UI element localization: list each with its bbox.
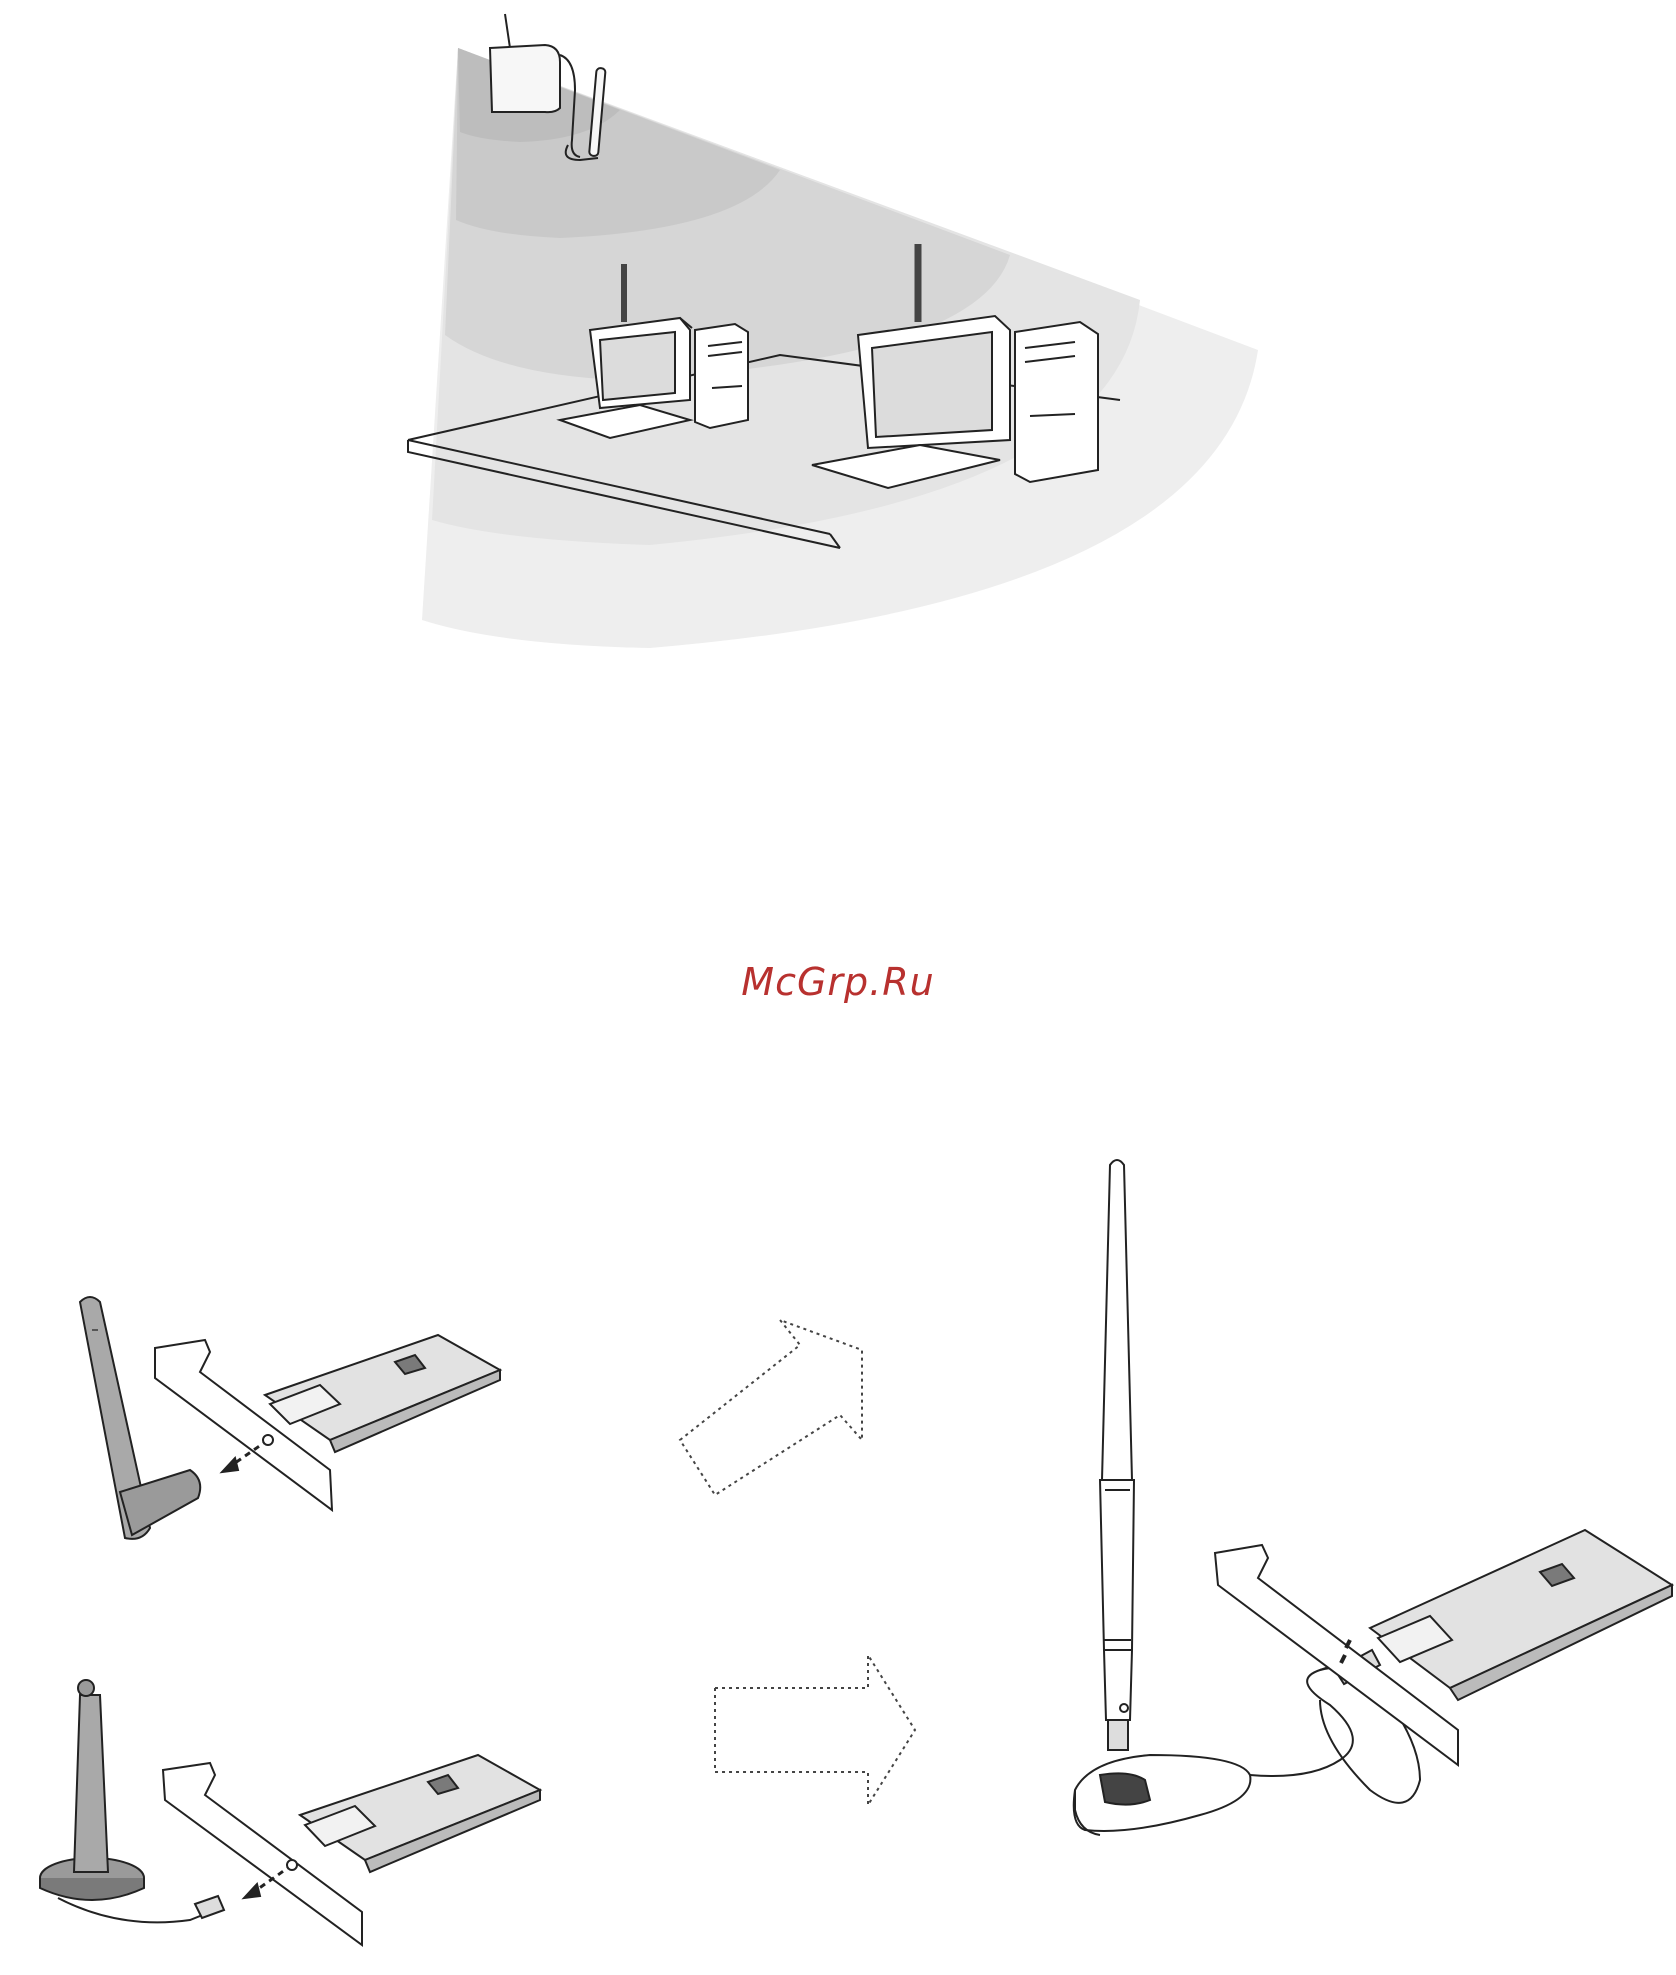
dotted-arrow-upper-right-icon [680,1320,862,1495]
coverage-scene [408,14,1258,648]
antenna-base-icon [1074,1755,1251,1831]
dotted-arrow-right-icon [715,1655,915,1805]
high-gain-antenna-icon [1102,1160,1132,1480]
pci-card-antenna-detachable [80,1297,500,1539]
pci-card-antenna-magnetic [40,1680,540,1945]
antenna-icon [74,1695,108,1872]
watermark-text: McGrp.Ru [0,960,1676,1004]
pci-card-high-gain-antenna [1074,1160,1672,1835]
pci-bracket-icon [163,1763,362,1945]
